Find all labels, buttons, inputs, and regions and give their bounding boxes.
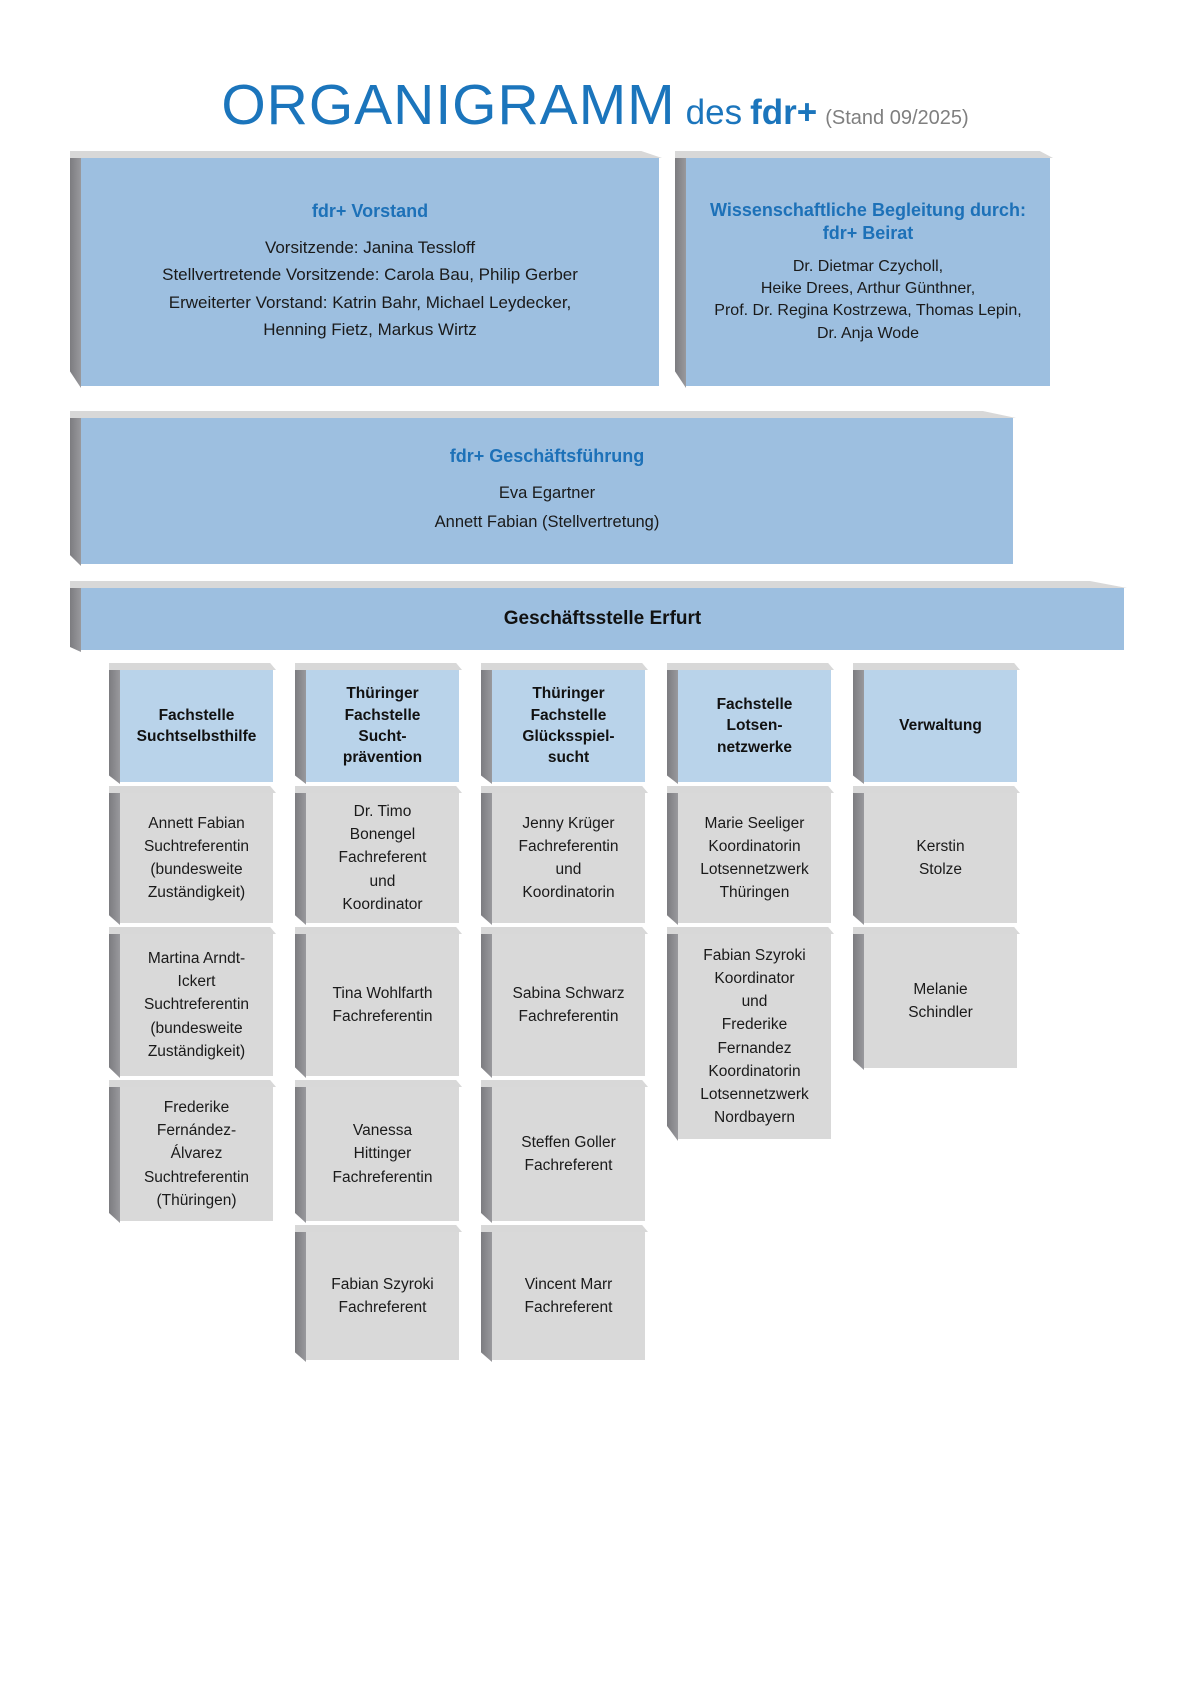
person-box: Jenny Krüger Fachreferentin und Koordina…	[492, 793, 645, 923]
geschaeftsfuehrung-title: fdr+ Geschäftsführung	[449, 446, 645, 467]
vorstand-line: Henning Fietz, Markus Wirtz	[263, 320, 477, 340]
person-box: Dr. Timo Bonengel Fachreferent und Koord…	[306, 793, 459, 923]
column-header: Thüringer Fachstelle Glücksspiel- sucht	[492, 670, 645, 782]
person-box: Melanie Schindler	[864, 934, 1017, 1068]
geschaeftsfuehrung-line: Annett Fabian (Stellvertretung)	[434, 512, 660, 531]
column-gluecksspielsucht: Thüringer Fachstelle Glücksspiel- sucht …	[492, 670, 645, 1360]
column-lotsennetzwerke: Fachstelle Lotsen- netzwerke Marie Seeli…	[678, 670, 831, 1360]
person-box: Sabina Schwarz Fachreferentin	[492, 934, 645, 1076]
person-box: Marie Seeliger Koordinatorin Lotsennetzw…	[678, 793, 831, 923]
title-stand: (Stand 09/2025)	[825, 107, 969, 129]
column-suchtpraevention: Thüringer Fachstelle Sucht- prävention D…	[306, 670, 459, 1360]
department-columns: Fachstelle Suchtselbsthilfe Annett Fabia…	[120, 670, 1017, 1360]
person-box: Vanessa Hittinger Fachreferentin	[306, 1087, 459, 1221]
person-box: Fabian Szyroki Fachreferent	[306, 1232, 459, 1360]
column-header: Fachstelle Suchtselbsthilfe	[120, 670, 273, 782]
beirat-box: Wissenschaftliche Begleitung durch: fdr+…	[686, 158, 1050, 386]
title-fdr: fdr+	[750, 93, 818, 132]
vorstand-box: fdr+ Vorstand Vorsitzende: Janina Tesslo…	[81, 158, 659, 386]
column-header: Verwaltung	[864, 670, 1017, 782]
person-box: Martina Arndt- Ickert Suchtreferentin (b…	[120, 934, 273, 1076]
person-box: Kerstin Stolze	[864, 793, 1017, 923]
beirat-title-line1: Wissenschaftliche Begleitung durch:	[710, 199, 1026, 220]
geschaeftsfuehrung-box: fdr+ Geschäftsführung Eva Egartner Annet…	[81, 418, 1013, 564]
geschaeftsfuehrung-line: Eva Egartner	[498, 483, 596, 502]
beirat-line: Heike Drees, Arthur Günthner,	[760, 280, 976, 297]
geschaeftsstelle-title: Geschäftsstelle Erfurt	[503, 607, 702, 629]
title-des: des	[685, 93, 743, 132]
title-main: ORGANIGRAMM	[221, 73, 676, 137]
geschaeftsstelle-bar: Geschäftsstelle Erfurt	[81, 588, 1124, 650]
beirat-title-line2: fdr+ Beirat	[822, 223, 914, 244]
vorstand-title: fdr+ Vorstand	[311, 201, 429, 222]
person-box: Fabian Szyroki Koordinator und Frederike…	[678, 934, 831, 1139]
vorstand-line: Stellvertretende Vorsitzende: Carola Bau…	[162, 265, 578, 285]
person-box: Frederike Fernández- Álvarez Suchtrefere…	[120, 1087, 273, 1221]
person-box: Vincent Marr Fachreferent	[492, 1232, 645, 1360]
column-header: Fachstelle Lotsen- netzwerke	[678, 670, 831, 782]
beirat-line: Dr. Anja Wode	[817, 324, 919, 342]
column-header: Thüringer Fachstelle Sucht- prävention	[306, 670, 459, 782]
vorstand-line: Erweiterter Vorstand: Katrin Bahr, Micha…	[168, 292, 572, 312]
person-box: Annett Fabian Suchtreferentin (bundeswei…	[120, 793, 273, 923]
vorstand-line: Vorsitzende: Janina Tessloff	[264, 237, 476, 257]
column-verwaltung: Verwaltung Kerstin Stolze Melanie Schind…	[864, 670, 1017, 1360]
person-box: Steffen Goller Fachreferent	[492, 1087, 645, 1221]
beirat-line: Dr. Dietmar Czycholl,	[792, 257, 944, 275]
person-box: Tina Wohlfarth Fachreferentin	[306, 934, 459, 1076]
beirat-line: Prof. Dr. Regina Kostrzewa, Thomas Lepin…	[714, 302, 1022, 320]
column-suchtselbsthilfe: Fachstelle Suchtselbsthilfe Annett Fabia…	[120, 670, 273, 1360]
beirat-title: Wissenschaftliche Begleitung durch: fdr+…	[710, 199, 1026, 246]
